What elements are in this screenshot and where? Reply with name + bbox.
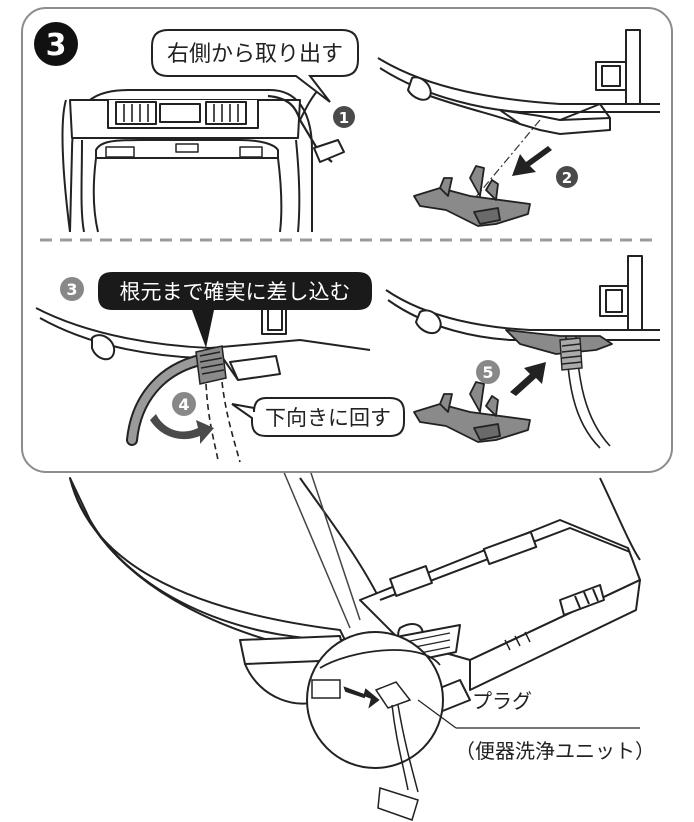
callout-remove-right: 右側から取り出す: [151, 29, 359, 103]
cover-part-to-attach: [413, 381, 531, 443]
marker-2: 2: [556, 166, 578, 188]
plug-label-line1: プラグ: [472, 689, 532, 713]
cover-base-illustration-bottom-right: [385, 255, 660, 341]
step-number: 3: [46, 28, 67, 63]
marker-2-number: 2: [562, 169, 572, 187]
cover-base-illustration-top: [377, 29, 660, 135]
callout-remove-right-text: 右側から取り出す: [167, 42, 343, 67]
marker-4: 4: [172, 392, 196, 416]
marker-3-number: 3: [66, 280, 77, 299]
callout-turn-down-text: 下向きに回す: [265, 406, 391, 430]
marker-5-number: 5: [482, 363, 493, 382]
marker-3: 3: [60, 277, 84, 301]
removal-arrow: [512, 146, 552, 176]
callout-insert-fully-text: 根元まで確実に差し込む: [120, 280, 351, 304]
attached-connector: [559, 337, 583, 371]
callout-insert-fully: 根元まで確実に差し込む: [98, 272, 372, 348]
plug-detail-circle: [306, 631, 444, 821]
marker-4-number: 4: [178, 395, 189, 414]
marker-1-number: 1: [339, 109, 349, 127]
marker-1: 1: [333, 106, 355, 128]
cover-part-removed: [413, 165, 531, 227]
rotate-arrow: [150, 414, 214, 444]
insert-direction-arrow: [343, 686, 380, 709]
step-number-badge: 3: [34, 22, 78, 66]
zoom-connector-lines: [282, 469, 361, 629]
plug-label-line2: （便器洗浄ユニット）: [455, 739, 655, 763]
callout-turn-down: 下向きに回す: [231, 397, 405, 437]
cover-base-illustration-bottom-left: [35, 299, 371, 381]
cable-connector: [195, 345, 227, 385]
attach-arrow: [510, 362, 546, 396]
plug-label-group: プラグ （便器洗浄ユニット）: [417, 689, 655, 763]
seat-underside-illustration: [61, 87, 345, 233]
marker-5: 5: [476, 360, 500, 384]
